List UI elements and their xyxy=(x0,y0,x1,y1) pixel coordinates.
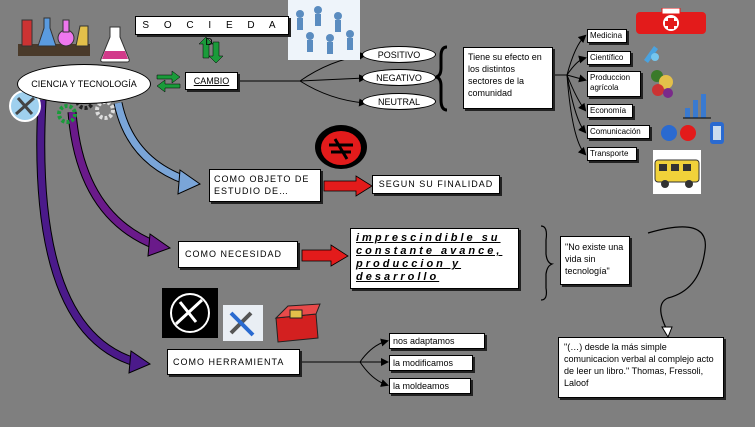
sociedad-node: S O C I E D A D xyxy=(135,16,289,48)
cambio-branches xyxy=(238,51,367,107)
action-label: la modificamos xyxy=(393,358,454,368)
herramienta-node: COMO HERRAMIENTA xyxy=(167,349,300,375)
sector-medicina: Medicina xyxy=(587,29,627,43)
effect-label: NEGATIVO xyxy=(376,72,422,83)
produce-icon xyxy=(651,70,673,98)
red-arrows xyxy=(301,175,373,267)
action-label: la moldeamos xyxy=(393,381,450,391)
sector-label: Transporte xyxy=(590,149,629,158)
quote-thomas: "(…) desde la más simple comunicacion ve… xyxy=(558,337,724,398)
effect-neutral: NEUTRAL xyxy=(362,93,436,110)
quote-thomas-text: "(…) desde la más simple comunicacion ve… xyxy=(564,342,714,388)
finalidad-label: SEGUN SU FINALIDAD xyxy=(378,179,494,189)
first-aid-kit-icon xyxy=(636,8,706,34)
sector-comunicacion: Comunicación xyxy=(587,125,650,139)
herramienta-branches xyxy=(300,338,389,387)
cambio-label: CAMBIO xyxy=(193,76,230,86)
red-black-logo-icon xyxy=(315,125,367,169)
effect-description: Tiene su efecto en los distintos sectore… xyxy=(463,47,553,109)
bar-graph-icon xyxy=(683,94,711,119)
action-modificamos: la modificamos xyxy=(389,355,473,371)
green-leftright-arrows xyxy=(156,70,181,93)
green-updown-arrows xyxy=(198,36,224,64)
root-label: CIENCIA Y TECNOLOGÍA xyxy=(31,79,137,89)
effect-label: NEUTRAL xyxy=(377,96,420,107)
communication-icon xyxy=(661,122,724,144)
sector-label: Economía xyxy=(590,106,627,115)
people-network-icon xyxy=(288,0,360,60)
science-tube-icon xyxy=(644,46,659,63)
red-toolbox-icon xyxy=(274,303,321,343)
herramienta-label: COMO HERRAMIENTA xyxy=(173,357,285,367)
necesidad-node: COMO NECESIDAD xyxy=(178,241,298,268)
sector-economia: Economía xyxy=(587,104,633,118)
flask-icon xyxy=(100,26,130,63)
school-bus-icon xyxy=(653,150,701,194)
sector-cientifico: Científico xyxy=(587,51,631,65)
root-node: CIENCIA Y TECNOLOGÍA xyxy=(17,64,151,104)
tools-circle-icon xyxy=(9,90,41,122)
effect-description-text: Tiene su efecto en los distintos sectore… xyxy=(468,52,542,98)
effect-positivo: POSITIVO xyxy=(362,46,436,63)
big-curved-arrows xyxy=(36,99,202,374)
action-adaptamos: nos adaptamos xyxy=(389,333,485,349)
sector-produccion: Produccion agrícola xyxy=(587,71,641,97)
objeto-label: COMO OBJETO DE ESTUDIO DE… xyxy=(214,174,310,196)
tools-logo-icon xyxy=(162,288,218,338)
quote-no-existe: "No existe una vida sin tecnología" xyxy=(560,236,630,285)
objeto-node: COMO OBJETO DE ESTUDIO DE… xyxy=(209,169,321,202)
sector-branches xyxy=(553,34,587,156)
sector-label: Produccion agrícola xyxy=(590,73,631,92)
action-label: nos adaptamos xyxy=(393,336,455,346)
quote-no-existe-text: "No existe una vida sin tecnología" xyxy=(565,242,624,276)
sector-label: Comunicación xyxy=(590,127,641,136)
brace xyxy=(435,45,448,112)
wrench-screwdriver-icon xyxy=(223,305,263,341)
imprescindible-node: imprescindible su constante avance, prod… xyxy=(350,228,519,289)
effect-label: POSITIVO xyxy=(377,49,421,60)
sector-label: Científico xyxy=(590,53,624,62)
lab-flasks-icon xyxy=(18,17,90,56)
sector-label: Medicina xyxy=(590,31,623,40)
imprescindible-label: imprescindible su constante avance, prod… xyxy=(356,232,503,283)
action-moldeamos: la moldeamos xyxy=(389,378,471,394)
effect-negativo: NEGATIVO xyxy=(362,69,436,86)
finalidad-node: SEGUN SU FINALIDAD xyxy=(372,175,500,194)
sociedad-label: S O C I E D A D xyxy=(142,20,282,48)
cambio-node: CAMBIO xyxy=(185,72,238,90)
necesidad-label: COMO NECESIDAD xyxy=(185,249,283,259)
quote-connector xyxy=(647,226,706,331)
sector-transporte: Transporte xyxy=(587,147,637,161)
bracket xyxy=(540,225,555,301)
